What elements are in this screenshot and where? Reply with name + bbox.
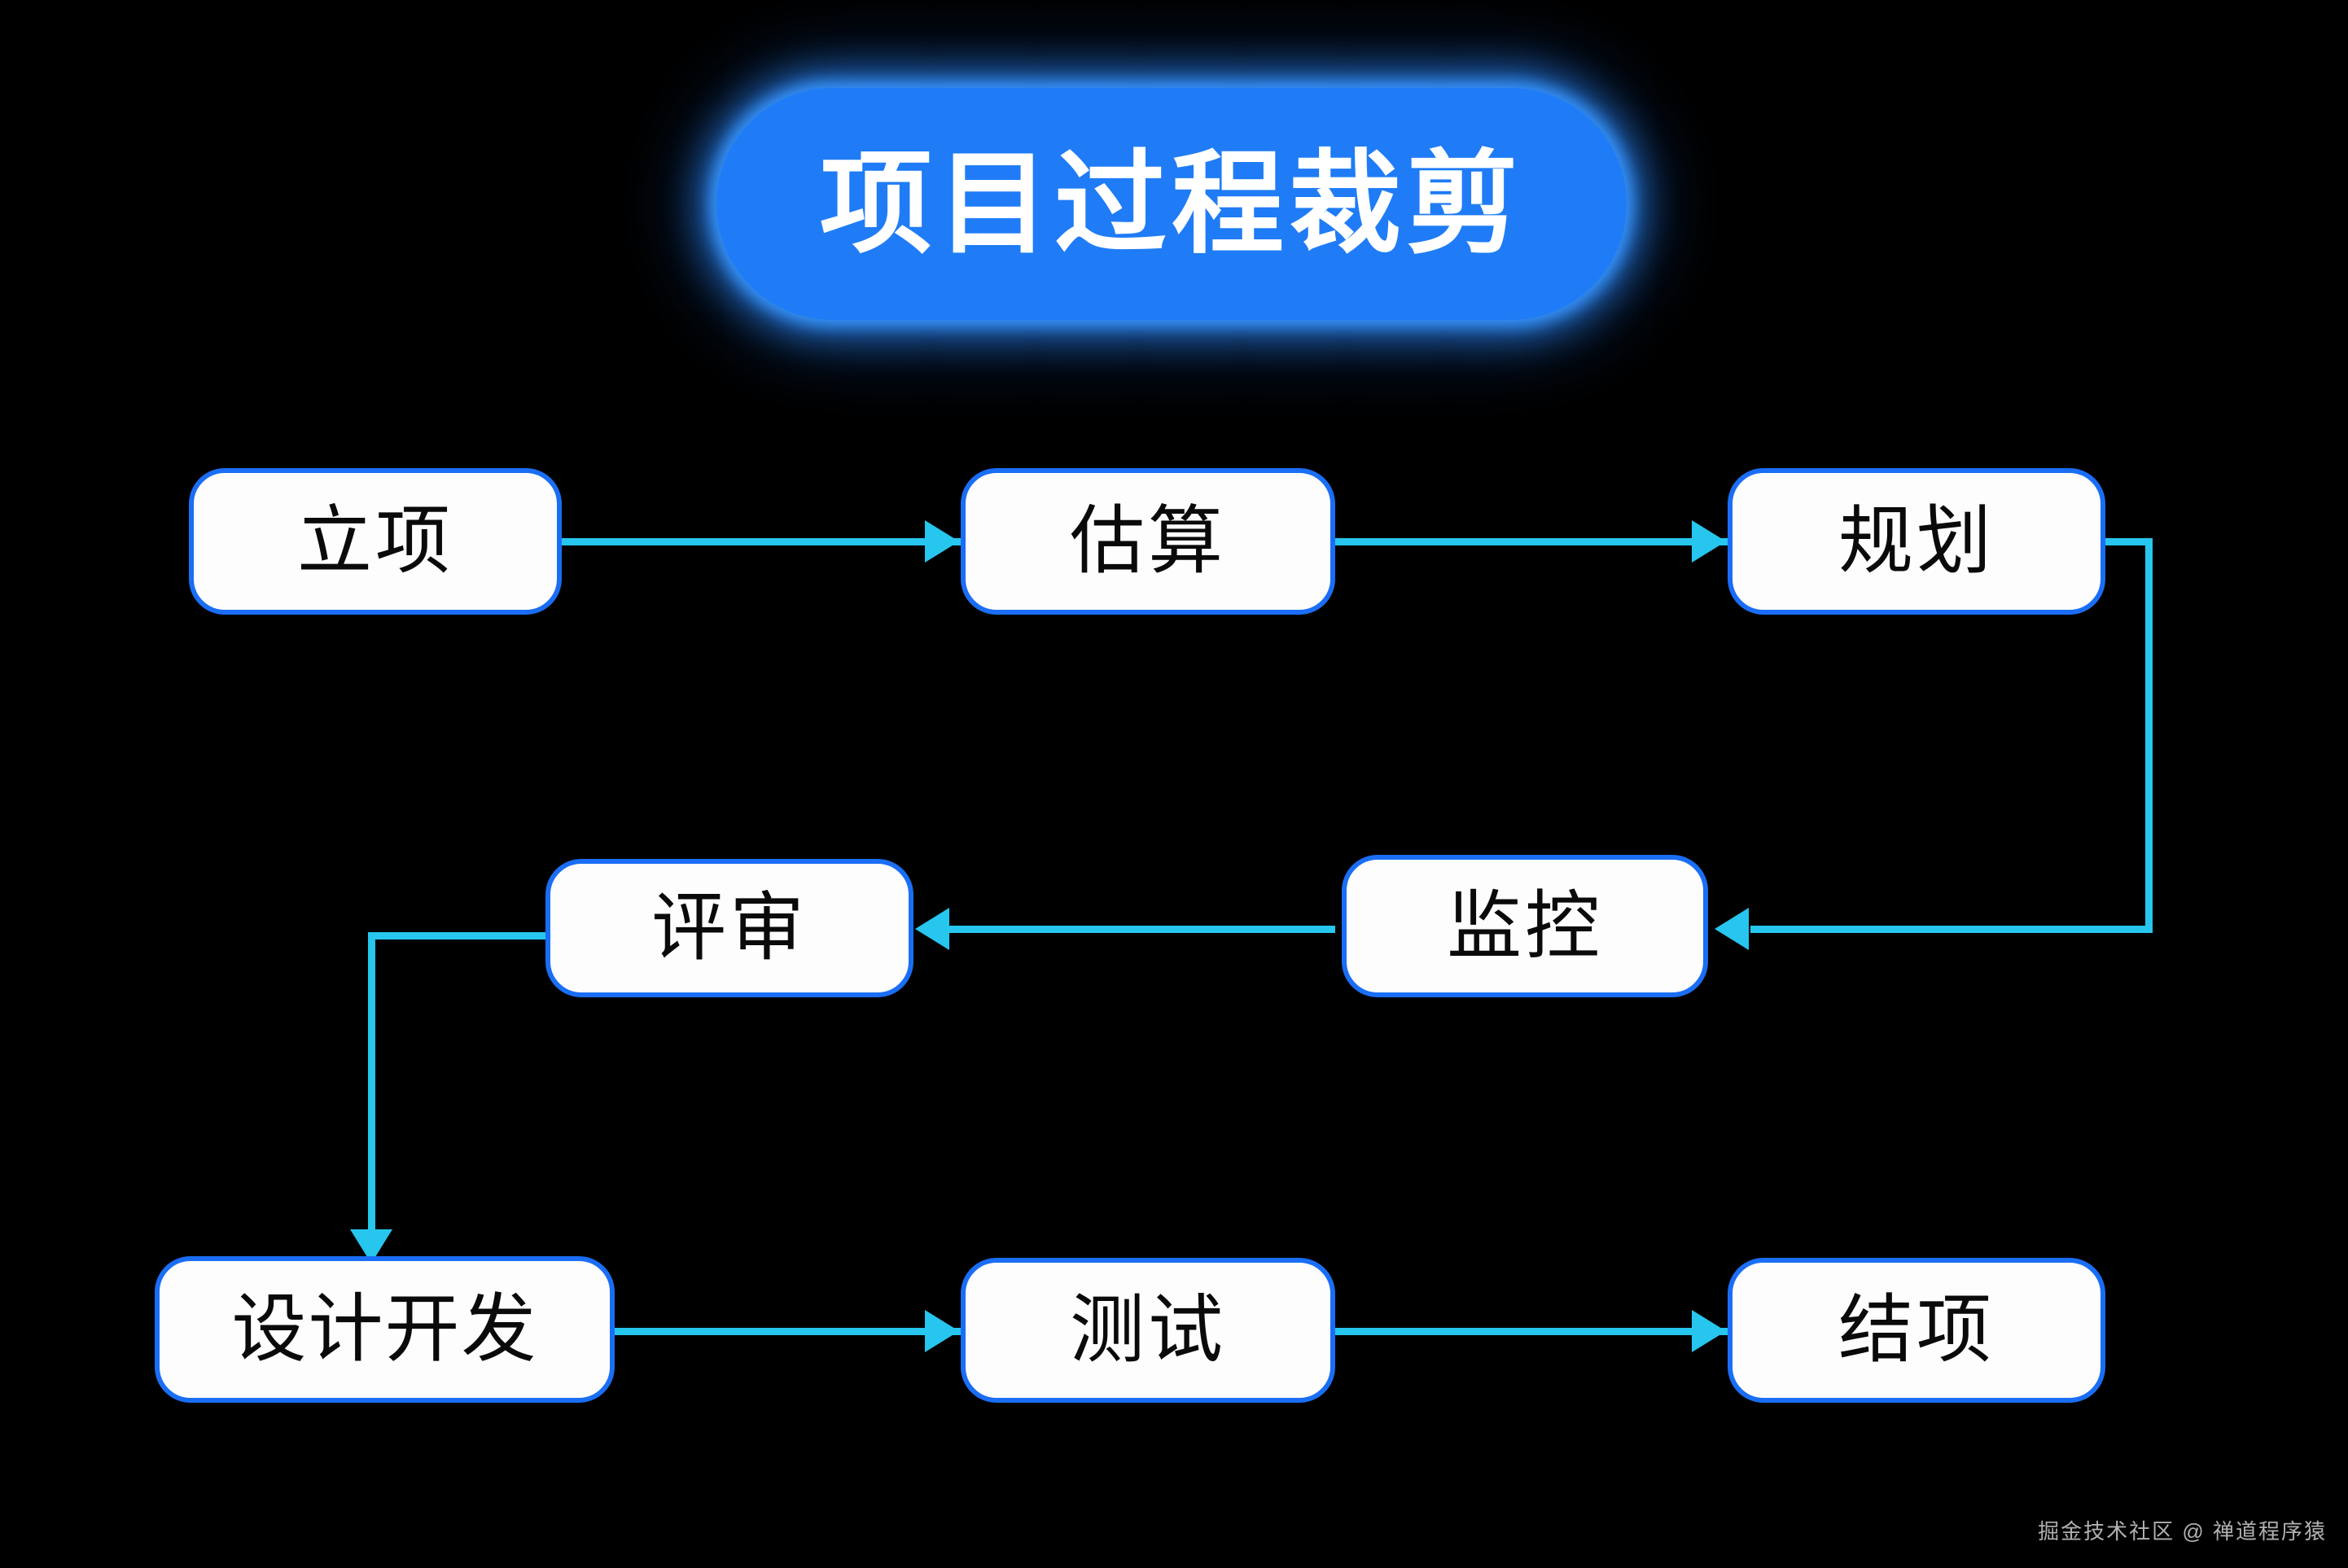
edge-development-testing-arrowhead: [925, 1310, 959, 1352]
node-testing-label: 测试: [1069, 1289, 1226, 1372]
node-development[interactable]: 设计开发: [155, 1256, 615, 1403]
edge-development-testing-line: [613, 1328, 977, 1335]
edge-monitoring-review-line: [949, 926, 1335, 933]
title-pill: 项目过程裁剪: [716, 88, 1627, 320]
edge-planning-monitoring-arrowhead: [1715, 908, 1749, 950]
page-title: 项目过程裁剪: [819, 141, 1523, 267]
node-closure[interactable]: 结项: [1728, 1258, 2105, 1403]
edge-testing-closure-arrowhead: [1692, 1310, 1726, 1352]
edge-review-development-segment-top: [368, 932, 547, 939]
node-estimation[interactable]: 估算: [961, 468, 1335, 615]
edge-planning-monitoring-segment-top: [2105, 538, 2153, 545]
edge-monitoring-review-arrowhead: [915, 908, 949, 950]
node-monitoring[interactable]: 监控: [1342, 855, 1708, 997]
watermark: 掘金技术社区 @ 禅道程序猿: [2038, 1519, 2327, 1544]
edge-planning-monitoring-segment-right: [2145, 538, 2153, 933]
edge-estimation-planning-line: [1334, 538, 1741, 545]
node-review[interactable]: 评审: [545, 859, 913, 997]
edge-planning-monitoring-segment-bottom: [1750, 926, 2153, 933]
edge-estimation-planning-arrowhead: [1692, 520, 1726, 563]
node-planning-label: 规划: [1838, 500, 1995, 583]
node-planning[interactable]: 规划: [1728, 468, 2105, 615]
node-monitoring-label: 监控: [1446, 884, 1603, 968]
node-testing[interactable]: 测试: [961, 1258, 1335, 1403]
node-estimation-label: 估算: [1069, 500, 1226, 583]
edge-initiation-estimation-line: [562, 538, 977, 545]
edge-testing-closure-line: [1334, 1328, 1741, 1335]
node-closure-label: 结项: [1838, 1289, 1995, 1372]
node-initiation[interactable]: 立项: [189, 468, 562, 615]
edge-review-development-segment-left: [368, 932, 375, 1240]
node-review-label: 评审: [651, 887, 808, 970]
node-development-label: 设计开发: [231, 1288, 538, 1371]
edge-initiation-estimation-arrowhead: [925, 520, 959, 563]
node-initiation-label: 立项: [296, 500, 453, 583]
